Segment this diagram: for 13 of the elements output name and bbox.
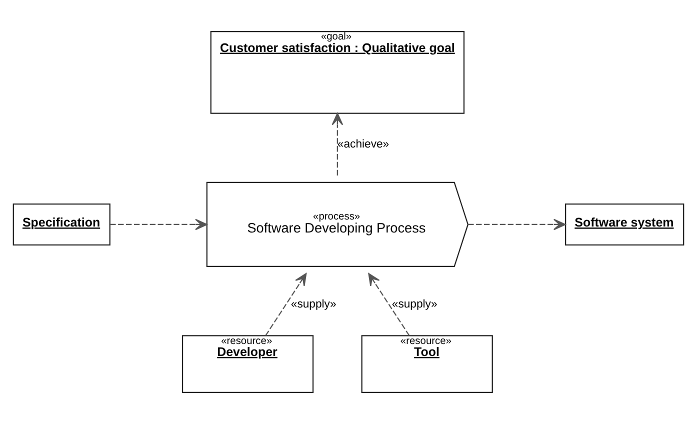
arrow <box>332 112 344 176</box>
node-box: «goal» Customer satisfaction : Qualitative goal <box>210 30 465 114</box>
node-box: Software system <box>565 202 684 245</box>
arrow <box>110 218 208 230</box>
arrow <box>265 272 307 336</box>
arrow <box>468 218 566 230</box>
node-box: «resource» Tool <box>361 334 493 393</box>
arrow <box>368 272 410 336</box>
edge-label: «supply» <box>392 298 438 310</box>
node-box: «resource» Developer <box>182 334 314 393</box>
edge-label: «supply» <box>290 298 336 310</box>
node-box: Specification <box>12 202 110 245</box>
edge-label: «achieve» <box>337 138 390 150</box>
